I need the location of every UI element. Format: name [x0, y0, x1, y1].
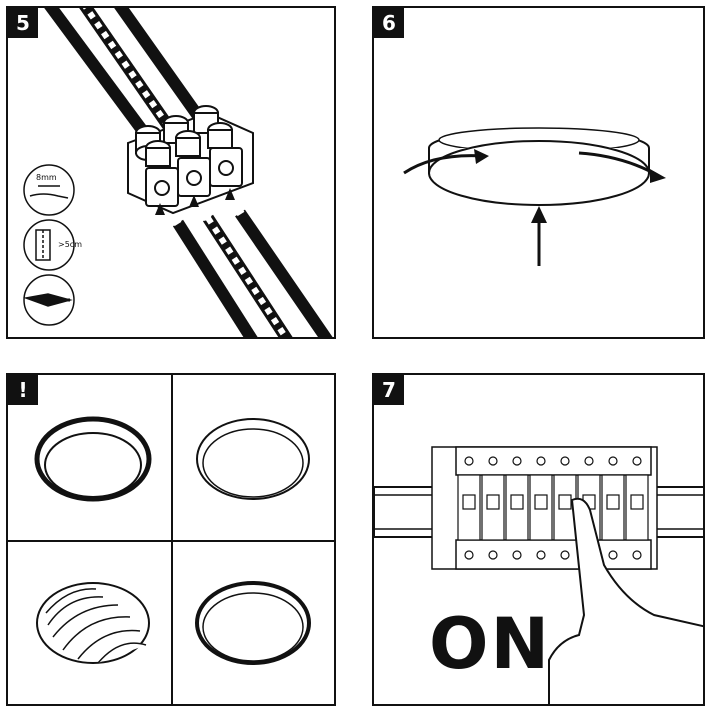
step-badge: 6 [374, 8, 404, 38]
breaker-screw [536, 456, 546, 466]
wire-insert-icon [23, 219, 75, 271]
step-badge: 5 [8, 8, 38, 38]
breaker-screw [536, 550, 546, 560]
warning-panel: ! [6, 373, 336, 706]
step6-panel: 6 [372, 6, 705, 339]
step7-panel: ON 7 [372, 373, 705, 706]
fixture-variant-2 [196, 418, 310, 500]
mount-fixture-illustration [403, 127, 666, 266]
breaker-screw [608, 550, 618, 560]
breaker-screw [512, 456, 522, 466]
fixture-variants-illustration [8, 375, 334, 704]
breaker-screw [584, 456, 594, 466]
breaker-screw [464, 550, 474, 560]
hand-icon [548, 497, 703, 704]
breaker-screw [632, 456, 642, 466]
screwdriver-icon [23, 274, 75, 326]
breaker-screw [608, 456, 618, 466]
breaker-panel-illustration [374, 446, 703, 704]
breaker-screw [488, 550, 498, 560]
strip-length-label: 8mm [36, 173, 57, 182]
fixture-variant-4 [195, 581, 311, 665]
step5-panel: 8mm >5cm 5 [6, 6, 336, 339]
breaker-toggle [486, 494, 500, 510]
push-up-arrow-icon [531, 206, 547, 266]
breaker-screw [632, 550, 642, 560]
breaker-toggle [606, 494, 620, 510]
wire-strip-icon [23, 164, 75, 216]
insert-depth-label: >5cm [58, 240, 82, 249]
on-label: ON [429, 603, 552, 685]
wiring-illustration [23, 8, 333, 337]
terminal-block [127, 105, 254, 215]
breaker-screw [464, 456, 474, 466]
fixture-variant-3 [36, 582, 150, 664]
breaker-screw [512, 550, 522, 560]
breaker-screw [488, 456, 498, 466]
breaker-toggle [462, 494, 476, 510]
step-badge: 7 [374, 375, 404, 405]
breaker-toggle [630, 494, 644, 510]
breaker-toggle [558, 494, 572, 510]
warning-badge: ! [8, 375, 38, 405]
breaker-screw [560, 550, 570, 560]
fixture-variant-1 [34, 416, 152, 502]
breaker-toggle [510, 494, 524, 510]
breaker-toggle [534, 494, 548, 510]
breaker-screw [560, 456, 570, 466]
